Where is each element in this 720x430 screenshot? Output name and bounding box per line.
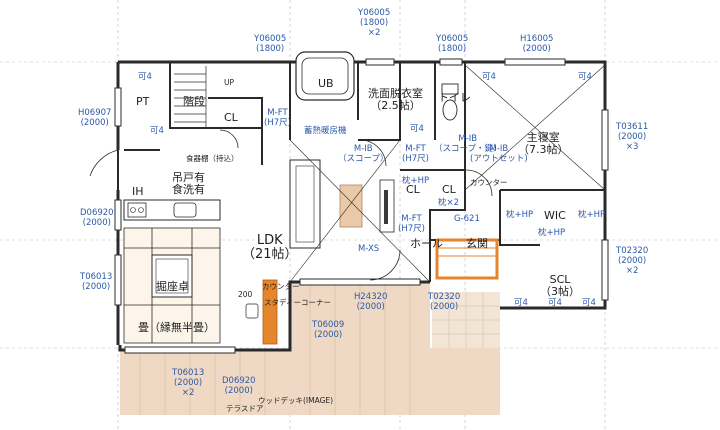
label-ub: UB xyxy=(318,77,334,90)
sofa xyxy=(289,159,321,249)
label-cl-b: CL xyxy=(442,183,456,196)
window-y06005-right: Y06005 (1800) xyxy=(436,34,469,54)
label-stairs: 階段 xyxy=(183,95,205,108)
label-shokkidana: 食器棚（持込） xyxy=(186,154,239,163)
window-t03611: T03611 (2000) ×3 xyxy=(616,122,649,152)
stairs-treads xyxy=(174,66,207,128)
label-wic: WIC xyxy=(544,209,566,222)
label-chikunetsu: 蓄熱暖房機 xyxy=(304,126,347,136)
bathtub xyxy=(295,51,355,101)
window-t02320-mid: T02320 (2000) xyxy=(428,292,461,312)
door-swings xyxy=(89,129,493,281)
label-ih: IH xyxy=(132,185,144,198)
toilet-bowl xyxy=(442,99,458,121)
label-ds-2: 可4 xyxy=(150,126,164,136)
label-genkan: 玄関 xyxy=(466,237,488,250)
label-tatami: 畳（縁無半畳） xyxy=(138,321,215,334)
label-scl: SCL （3帖） xyxy=(540,273,580,298)
label-mxs: M-XS xyxy=(358,244,380,254)
label-g621: G-621 xyxy=(454,214,480,224)
label-counter-study: カウンター xyxy=(262,282,300,291)
label-ldk: LDK （21帖） xyxy=(242,233,298,262)
label-up: UP xyxy=(224,78,235,87)
window-h16005: H16005 (2000) xyxy=(520,34,554,54)
label-horigotatsu: 掘座卓 xyxy=(156,280,189,293)
label-ds-4: 可4 xyxy=(482,72,496,82)
window-d06920-bottom: D06920 (2000) xyxy=(222,376,256,396)
window-d06920-left: D06920 (2000) xyxy=(80,208,114,228)
study-counter xyxy=(262,279,278,345)
label-shelf-wic-l: 枕+HP xyxy=(506,210,534,220)
label-mft-3: M-FT (H7尺) xyxy=(398,214,425,234)
label-cl-a: CL xyxy=(406,183,420,196)
label-ds-8: 可4 xyxy=(582,298,596,308)
window-y06005-left: Y06005 (1800) xyxy=(254,34,287,54)
label-shelf-wic-r: 枕+HP xyxy=(578,210,606,220)
label-master: 主寝室 （7.3帖） xyxy=(518,131,569,156)
label-shelf-hp: 枕+HP xyxy=(402,176,430,186)
study-chair xyxy=(245,303,259,319)
coffee-table xyxy=(339,184,363,228)
label-ds-7: 可4 xyxy=(548,298,562,308)
label-toilet: トイレ xyxy=(438,91,471,104)
label-counter-master: カウンター xyxy=(470,178,508,187)
label-mib-2: M-IB （スコープ・鍵） xyxy=(434,134,502,154)
label-ds-6: 可4 xyxy=(514,298,528,308)
label-study-corner: スタディーコーナー xyxy=(264,298,331,307)
label-wash: 洗面脱衣室 （2.5帖） xyxy=(368,87,423,112)
label-shelf-x2: 枕×2 xyxy=(438,198,460,208)
label-hall: ホール xyxy=(410,237,443,250)
window-h06907: H06907 (2000) xyxy=(78,108,112,128)
label-dim-200: 200 xyxy=(238,290,253,299)
label-mft-2: M-FT (H7尺) xyxy=(402,144,429,164)
label-terrace: テラスドア xyxy=(226,404,264,413)
label-mib-3: M-IB (アウトセット) xyxy=(470,144,528,164)
window-h24320: H24320 (2000) xyxy=(354,292,388,312)
label-ds-3: 可4 xyxy=(410,124,424,134)
label-mft-1: M-FT (H7尺) xyxy=(264,108,291,128)
label-wood-deck: ウッドデッキ(IMAGE) xyxy=(258,396,334,405)
window-t06009: T06009 (2000) xyxy=(312,320,345,340)
label-ds-1: 可4 xyxy=(138,72,152,82)
window-t06013-bottom: T06013 (2000) ×2 xyxy=(172,368,205,398)
window-t02320-right: T02320 (2000) ×2 xyxy=(616,246,649,276)
label-cl-stairs: CL xyxy=(224,111,238,124)
label-mib-1: M-IB （スコープ） xyxy=(338,144,389,164)
label-shelf-wic-b: 枕+HP xyxy=(538,228,566,238)
step-counter xyxy=(435,238,499,280)
label-ds-5: 可4 xyxy=(578,72,592,82)
window-t06013-left: T06013 (2000) xyxy=(80,272,113,292)
label-pt: PT xyxy=(136,95,150,108)
window-y06005-top: Y06005 (1800) ×2 xyxy=(358,8,391,38)
label-tsuridana: 吊戸有 食洗有 xyxy=(172,171,205,196)
